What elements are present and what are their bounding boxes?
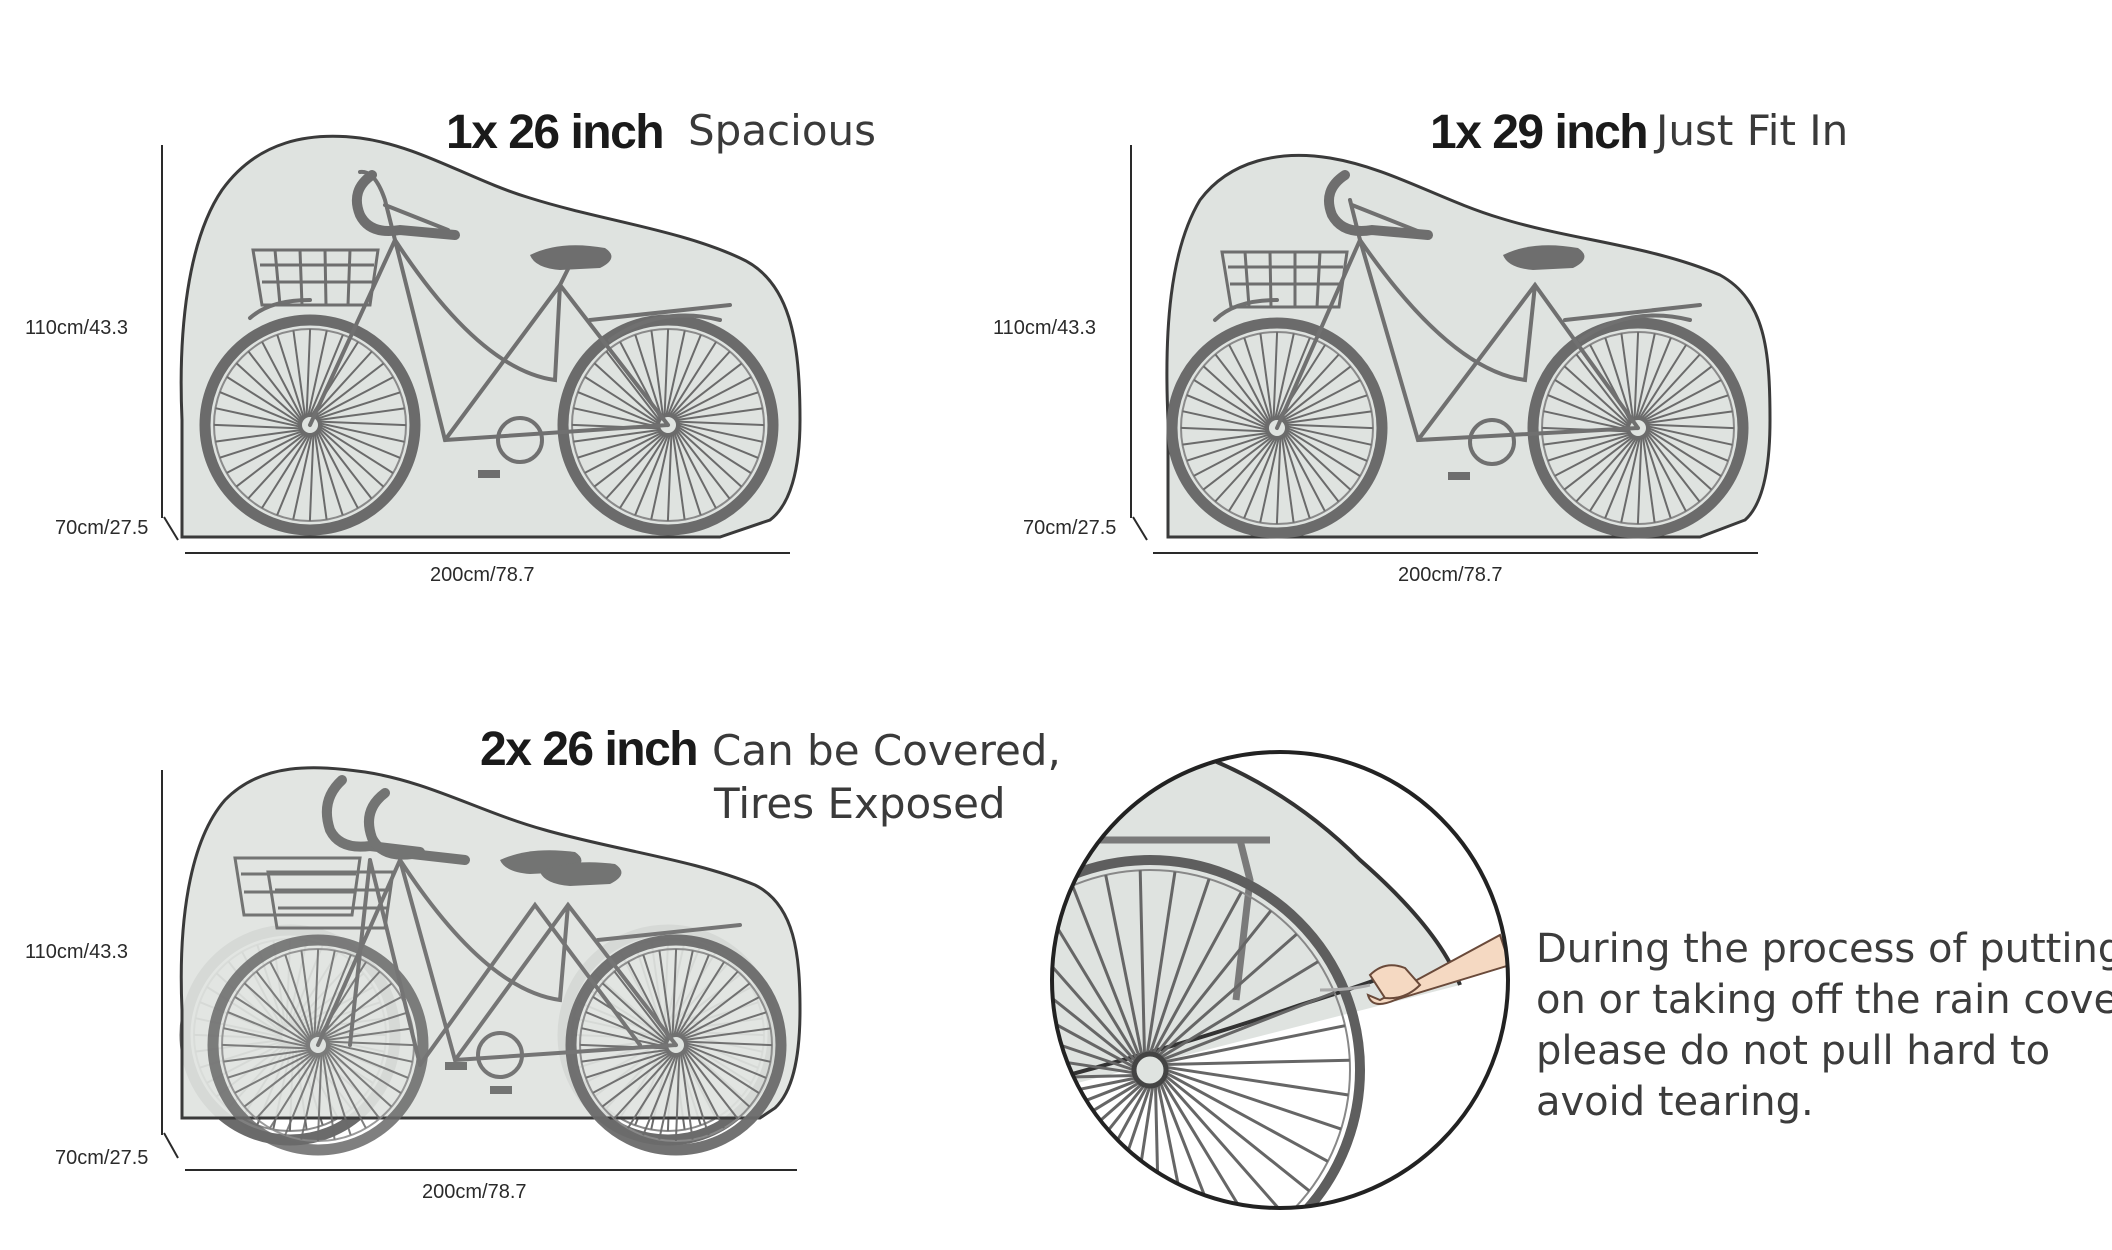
- depth-label: 70cm/27.5: [55, 1147, 148, 1169]
- panel-3-title-light-line2: Tires Exposed: [713, 779, 1006, 828]
- dimension-lines: [161, 770, 797, 1171]
- height-label: 110cm/43.3: [25, 317, 128, 339]
- panel-1x26: 1x 26 inch Spacious: [25, 106, 876, 586]
- panel-2x26: 2x 26 inch Can be Covered, Tires Exposed: [25, 723, 1061, 1203]
- detail-zoom-circle: [1050, 750, 1510, 1210]
- height-label: 110cm/43.3: [25, 941, 128, 963]
- height-label: 110cm/43.3: [993, 317, 1096, 339]
- panel-2-title-light: Just Fit In: [1653, 106, 1848, 155]
- bicycle-illustration: [1172, 170, 1743, 533]
- length-label: 200cm/78.7: [430, 564, 535, 586]
- note-line-3: please do not pull hard to: [1536, 1028, 2050, 1074]
- dimension-lines: [161, 145, 790, 554]
- depth-label: 70cm/27.5: [55, 517, 148, 539]
- panel-2-title-bold: 1x 29 inch: [1430, 106, 1647, 159]
- panel-3-title-light-line1: Can be Covered,: [712, 726, 1061, 775]
- length-label: 200cm/78.7: [1398, 564, 1503, 586]
- bicycle-illustration: [213, 775, 781, 1150]
- length-label: 200cm/78.7: [422, 1181, 527, 1203]
- depth-label: 70cm/27.5: [1023, 517, 1116, 539]
- dimension-lines: [1130, 145, 1758, 554]
- panel-3-title-bold: 2x 26 inch: [480, 723, 697, 776]
- panel-1-title-bold: 1x 26 inch: [446, 106, 663, 159]
- note-line-4: avoid tearing.: [1536, 1079, 1814, 1125]
- note-line-2: on or taking off the rain cover,: [1536, 977, 2112, 1023]
- bicycle-illustration: [205, 169, 773, 530]
- note-line-1: During the process of putting: [1536, 926, 2112, 972]
- care-instruction-note: During the process of putting on or taki…: [1536, 926, 2112, 1125]
- panel-1-title-light: Spacious: [688, 106, 876, 155]
- panel-1x29: 1x 29 inch Just Fit In: [993, 106, 1848, 586]
